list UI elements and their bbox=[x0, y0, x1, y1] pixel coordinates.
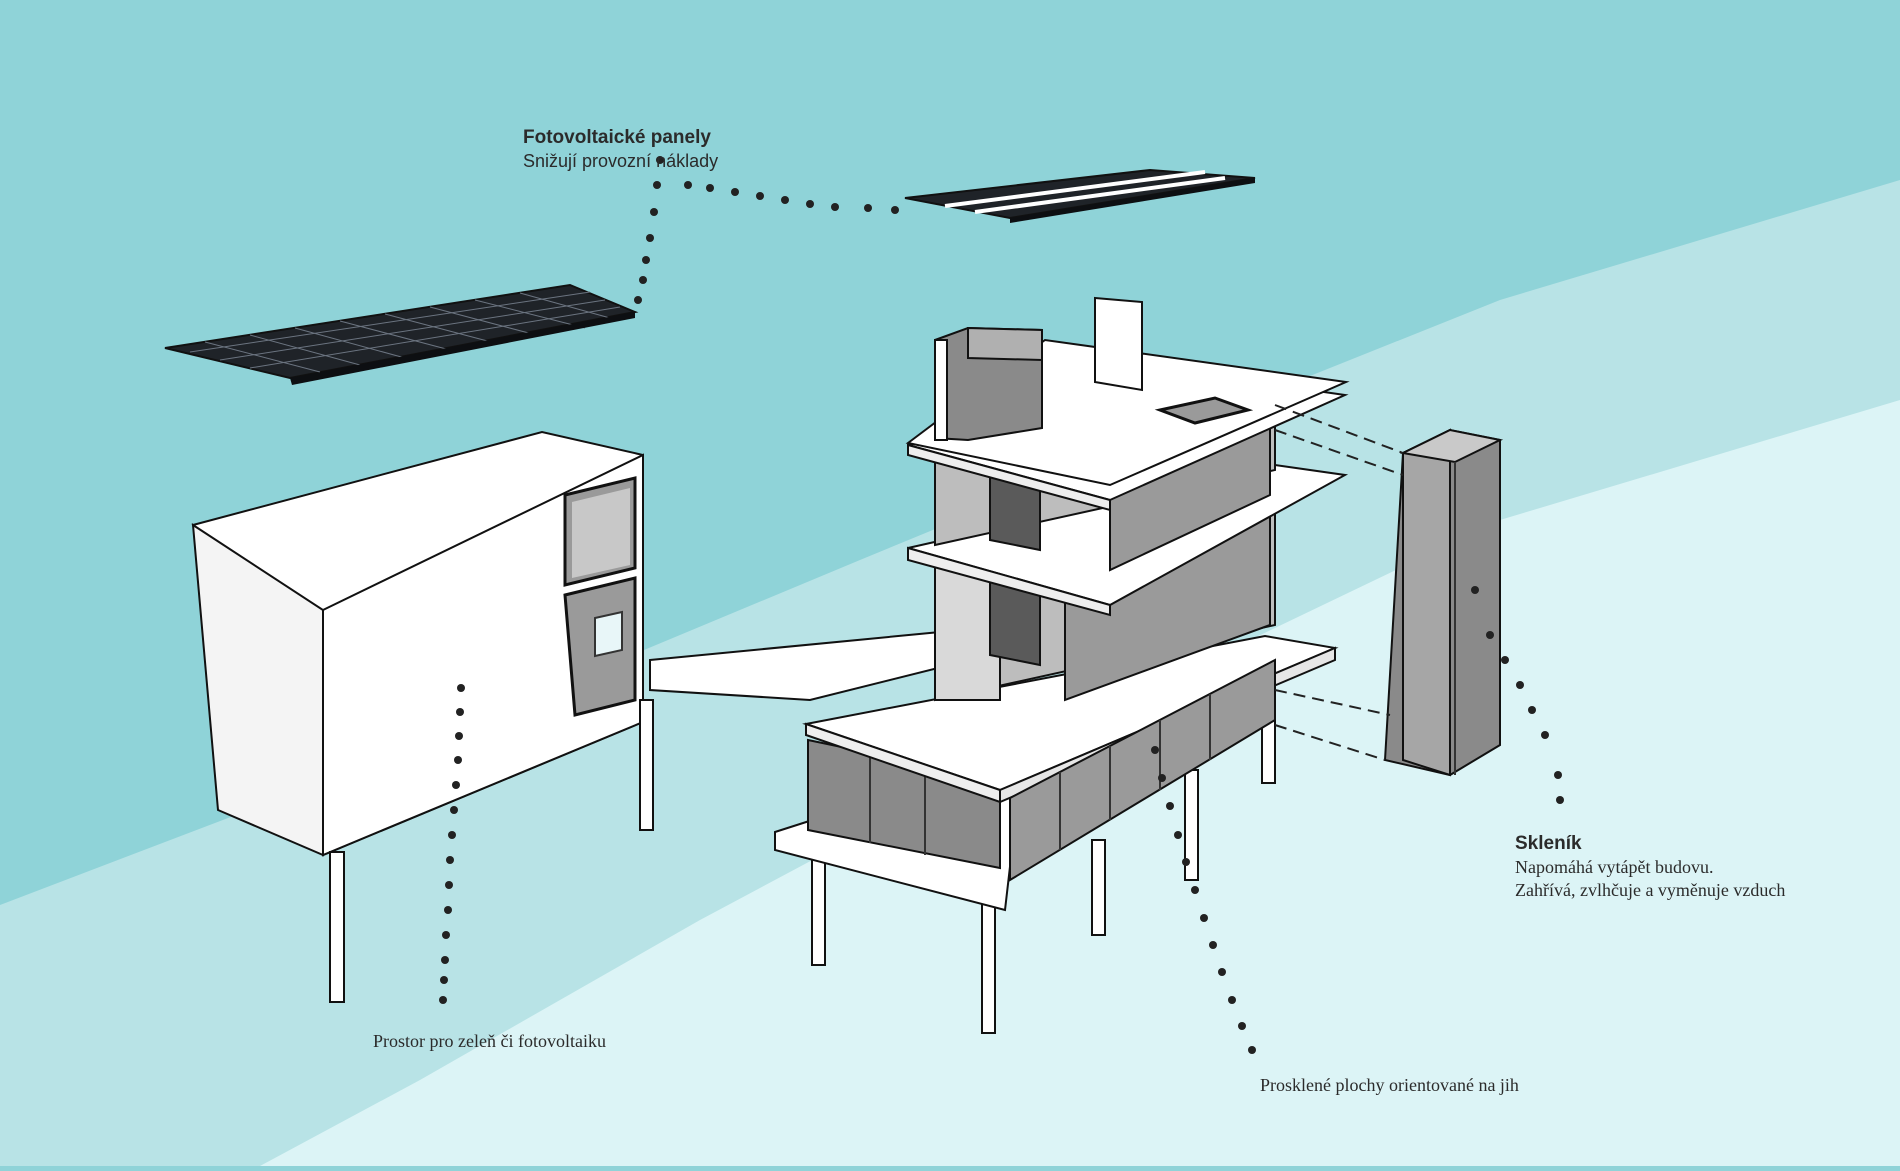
greenhouse-guides bbox=[1274, 404, 1404, 761]
space-label: Prostor pro zeleň či fotovoltaiku bbox=[373, 1030, 606, 1053]
solar-panel-array-icon bbox=[164, 283, 639, 385]
greenhouse-line-1: Napomáhá vytápět budovu. bbox=[1515, 857, 1714, 877]
house-model-icon bbox=[774, 296, 1350, 1034]
photovoltaic-label: Fotovoltaické panely Snižují provozní ná… bbox=[523, 126, 718, 173]
greenhouse-title: Skleník bbox=[1515, 833, 1582, 854]
photovoltaic-title: Fotovoltaické panely bbox=[523, 127, 711, 148]
greenhouse-label: Skleník Napomáhá vytápět budovu. Zahřívá… bbox=[1515, 832, 1785, 902]
side-module bbox=[191, 430, 654, 1003]
glazing-label: Prosklené plochy orientované na jih bbox=[1260, 1074, 1519, 1097]
leader-dots bbox=[439, 156, 1564, 1054]
glass-tower-icon bbox=[1383, 428, 1504, 777]
glazing-text: Prosklené plochy orientované na jih bbox=[1260, 1075, 1519, 1095]
connecting-bridge bbox=[649, 630, 1011, 702]
solar-panel-strip-icon bbox=[904, 168, 1256, 223]
photovoltaic-text: Snižují provozní náklady bbox=[523, 151, 719, 171]
space-text: Prostor pro zeleň či fotovoltaiku bbox=[373, 1031, 606, 1051]
greenhouse-line-2: Zahřívá, zvlhčuje a vyměnuje vzduch bbox=[1515, 880, 1786, 900]
